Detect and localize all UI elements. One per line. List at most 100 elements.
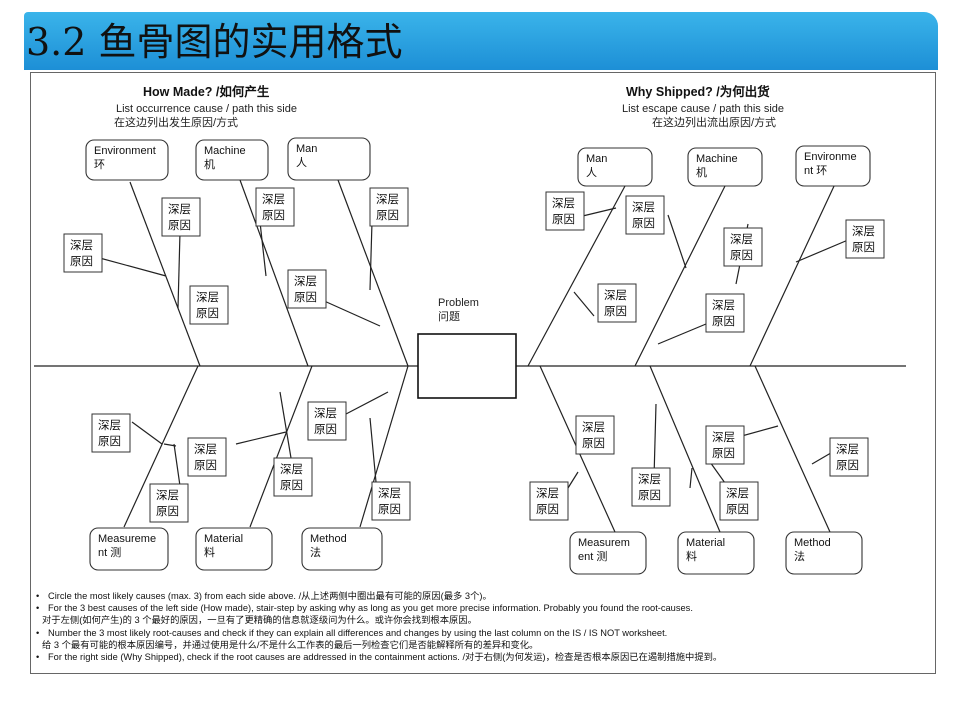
cause-box-15 xyxy=(597,283,637,323)
cause-label: 原因 xyxy=(712,315,735,328)
category-box-left-environment xyxy=(85,139,169,181)
category-label-left-machine: Machine xyxy=(204,145,246,157)
slide-title: 3.2 鱼骨图的实用格式 xyxy=(26,20,403,64)
cause-box-8 xyxy=(187,437,227,477)
right-heading: Why Shipped? /为何出货 xyxy=(626,84,770,99)
cause-label: 深层 xyxy=(196,290,219,304)
branch xyxy=(369,221,373,291)
cause-box-13 xyxy=(545,191,585,231)
cause-label: 深层 xyxy=(194,442,217,456)
category-box-right-man xyxy=(577,147,653,187)
cause-label: 深层 xyxy=(852,224,875,238)
cause-label: 原因 xyxy=(156,505,179,518)
category-box-right-material xyxy=(677,531,755,575)
category-box-left-method xyxy=(301,527,383,571)
note-item: Number the 3 most likely root-causes and… xyxy=(36,627,926,639)
cause-label: 原因 xyxy=(536,503,559,516)
branch xyxy=(259,221,267,277)
cause-box-20 xyxy=(529,481,569,521)
cause-label: 原因 xyxy=(378,503,401,516)
cause-label: 深层 xyxy=(70,238,93,252)
bone-left-environment xyxy=(129,181,201,367)
cause-label: 深层 xyxy=(98,418,121,432)
branch xyxy=(173,443,181,487)
cause-label: 原因 xyxy=(262,209,285,222)
cause-box-5 xyxy=(189,285,229,325)
category-box-right-environment xyxy=(795,145,871,187)
branch xyxy=(657,323,707,345)
cause-label: 原因 xyxy=(314,423,337,436)
left-instruction-cn: 在这边列出发生原因/方式 xyxy=(114,115,238,129)
category-label-right-man: 人 xyxy=(586,166,597,179)
branch xyxy=(369,417,377,483)
cause-label: 深层 xyxy=(168,202,191,216)
cause-label: 深层 xyxy=(638,472,661,486)
cause-label: 原因 xyxy=(730,249,753,262)
category-label-left-measurement: Measureme xyxy=(98,533,156,545)
cause-box-9 xyxy=(149,483,189,523)
category-label-left-machine: 机 xyxy=(204,157,215,171)
cause-box-22 xyxy=(705,425,745,465)
category-label-right-machine: 机 xyxy=(696,165,707,179)
cause-box-7 xyxy=(91,413,131,453)
instructions: Circle the most likely causes (max. 3) f… xyxy=(36,590,926,663)
branch xyxy=(177,231,181,309)
cause-label: 原因 xyxy=(836,459,859,472)
category-label-left-man: Man xyxy=(296,143,317,155)
cause-label: 原因 xyxy=(168,219,191,232)
cause-label: 深层 xyxy=(262,192,285,206)
note-item: For the right side (Why Shipped), check … xyxy=(36,651,926,663)
category-box-left-measurement xyxy=(89,527,169,571)
category-label-right-measurement: Measurem xyxy=(578,537,630,549)
category-box-right-method xyxy=(785,531,863,575)
cause-label: 深层 xyxy=(280,462,303,476)
right-heading-cn: 为何出货 xyxy=(720,84,771,99)
branch xyxy=(667,214,687,269)
category-label-left-material: Material xyxy=(204,533,243,545)
cause-box-24 xyxy=(829,437,869,477)
cause-label: 深层 xyxy=(536,486,559,500)
cause-label: 深层 xyxy=(156,488,179,502)
cause-label: 原因 xyxy=(632,217,655,230)
cause-label: 深层 xyxy=(314,406,337,420)
category-label-left-man: 人 xyxy=(296,156,307,169)
problem-box xyxy=(417,333,517,399)
right-instruction-cn: 在这边列出流出原因/方式 xyxy=(652,115,776,129)
cause-label: 原因 xyxy=(712,447,735,460)
bone-left-measurement xyxy=(123,365,199,528)
bone-right-environment xyxy=(749,183,836,367)
cause-label: 原因 xyxy=(852,241,875,254)
cause-label: 深层 xyxy=(632,200,655,214)
cause-label: 深层 xyxy=(730,232,753,246)
cause-box-21 xyxy=(631,467,671,507)
branch xyxy=(131,421,163,445)
cause-box-10 xyxy=(307,401,347,441)
cause-box-23 xyxy=(719,481,759,521)
category-label-right-measurement: ent 测 xyxy=(578,550,607,563)
branch xyxy=(321,299,381,327)
cause-label: 深层 xyxy=(712,298,735,312)
cause-label: 原因 xyxy=(638,489,661,502)
category-label-left-material: 料 xyxy=(204,545,215,559)
cause-label: 深层 xyxy=(294,274,317,288)
cause-label: 原因 xyxy=(294,291,317,304)
branch xyxy=(95,256,167,277)
branch xyxy=(689,467,693,489)
note-item: For the 3 best causes of the left side (… xyxy=(36,602,926,614)
cause-label: 深层 xyxy=(604,288,627,302)
bone-right-method xyxy=(754,365,831,533)
branch xyxy=(795,239,849,263)
cause-box-18 xyxy=(705,293,745,333)
category-label-right-material: Material xyxy=(686,537,725,549)
right-instruction-en: List escape cause / path this side xyxy=(622,103,784,115)
branch xyxy=(573,291,595,317)
note-item: 对于左侧(如何产生)的 3 个最好的原因，一旦有了更精确的信息就逐级问为什么。或… xyxy=(42,615,477,626)
bone-left-material xyxy=(249,365,313,528)
cause-box-3 xyxy=(255,187,295,227)
cause-box-16 xyxy=(723,227,763,267)
category-label-right-method: Method xyxy=(794,537,831,549)
note-item: Circle the most likely causes (max. 3) f… xyxy=(36,590,926,602)
branch xyxy=(653,403,657,479)
